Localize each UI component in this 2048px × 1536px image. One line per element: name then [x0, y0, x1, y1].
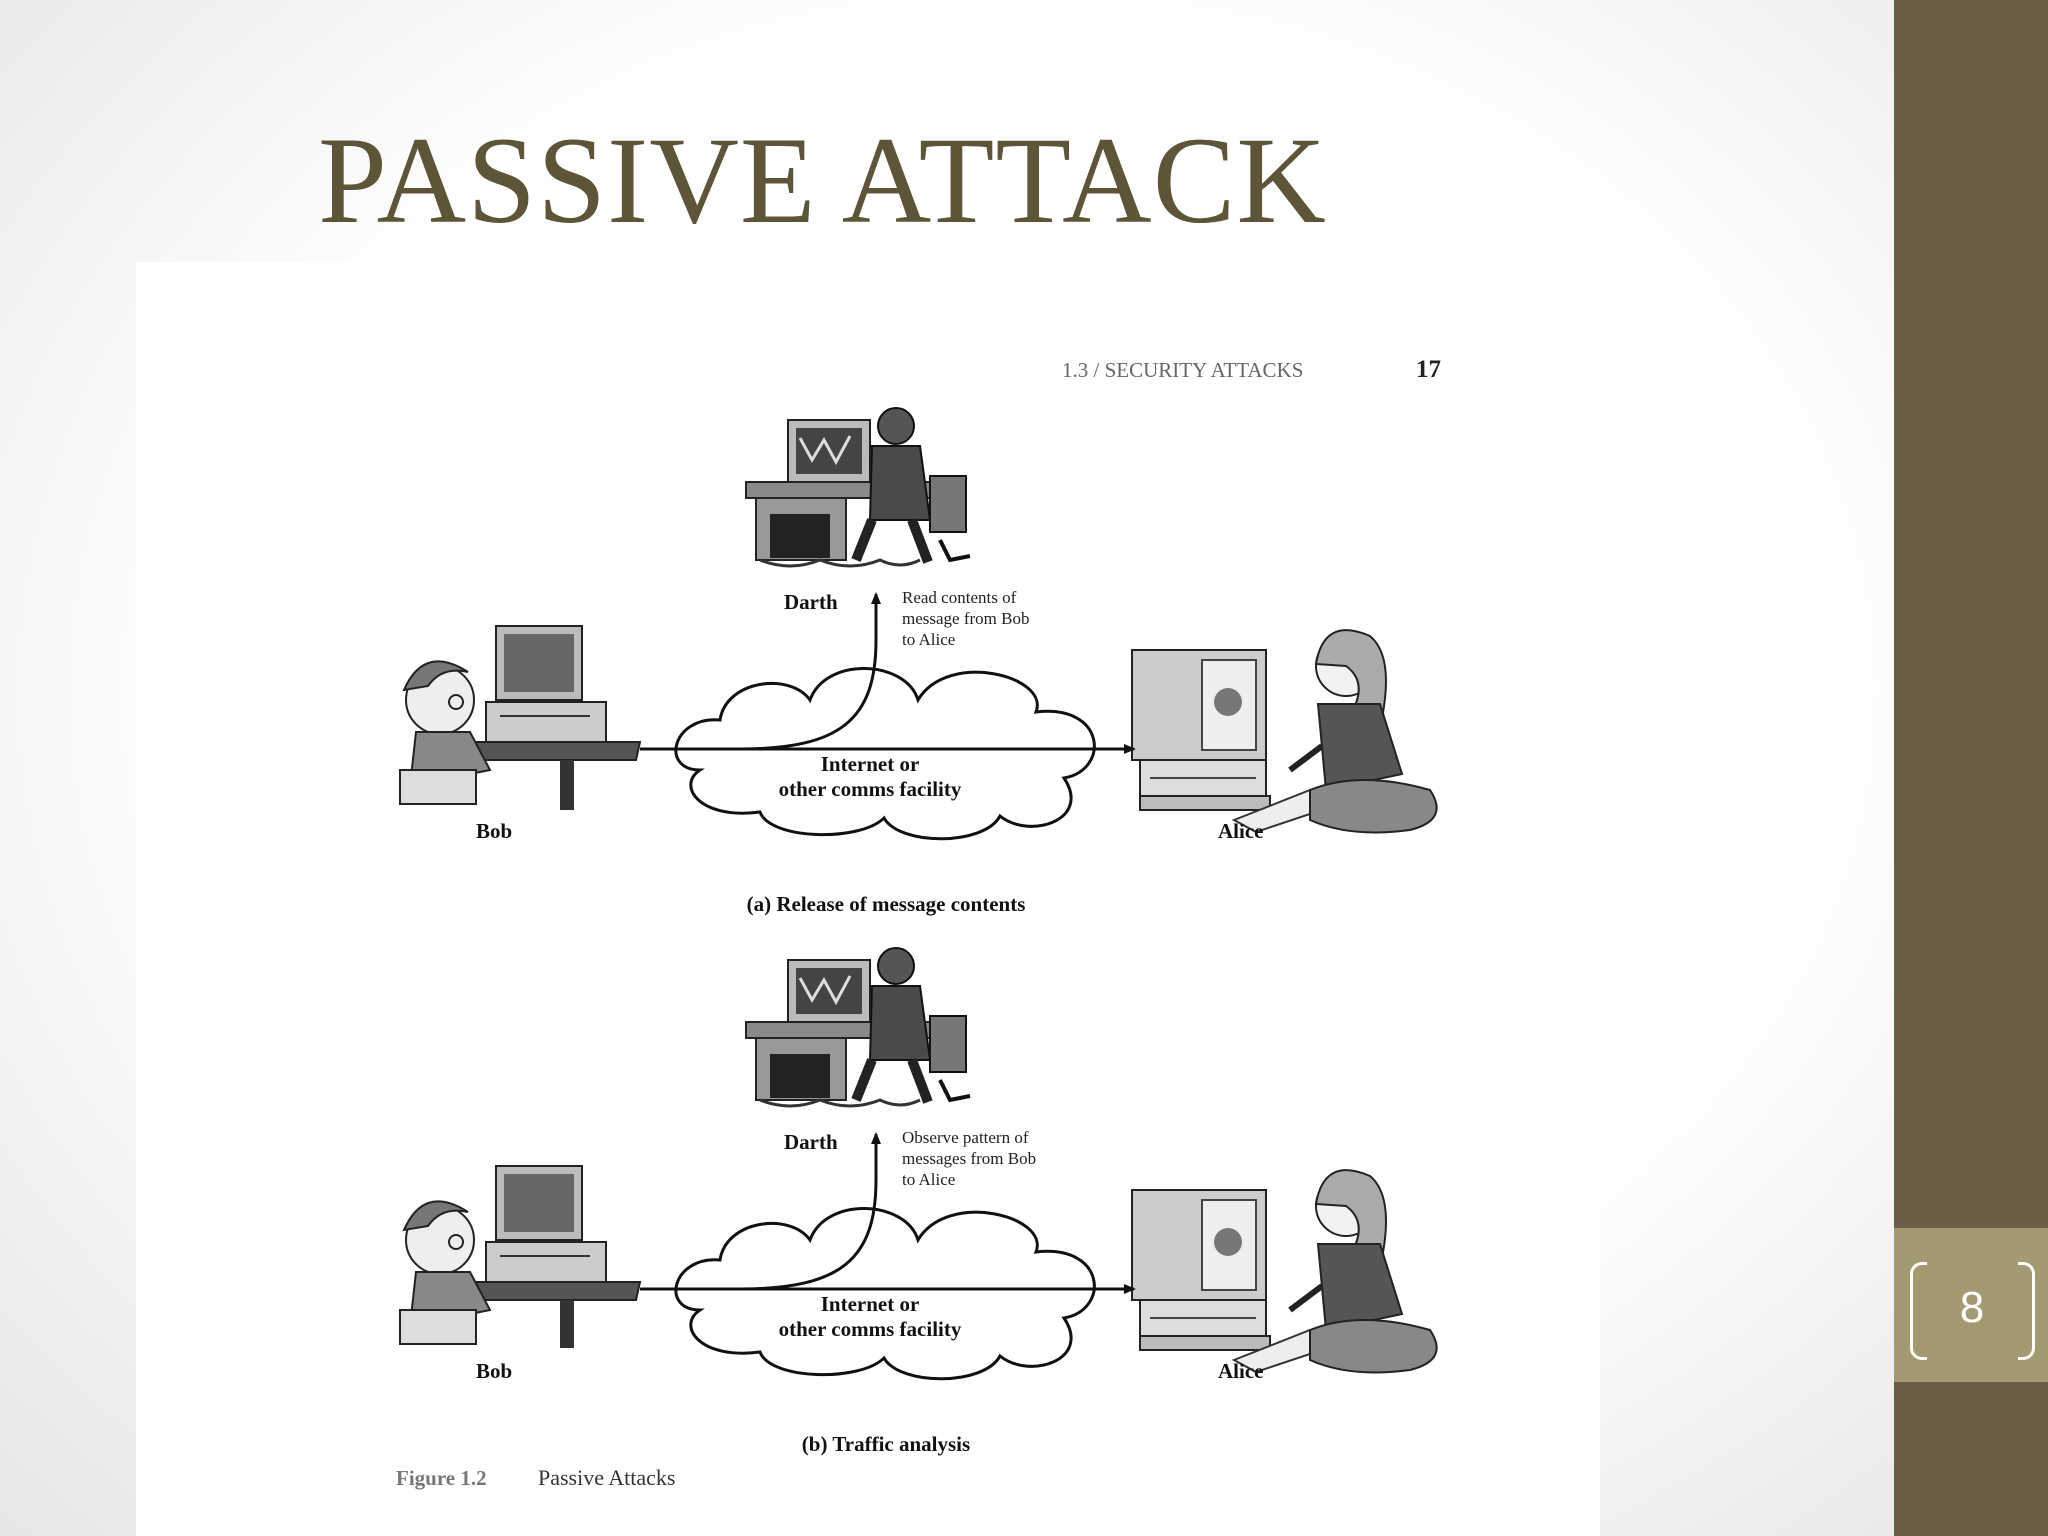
bob-icon — [399, 1165, 642, 1348]
cloud-shape — [674, 1207, 1096, 1381]
alice-icon — [1131, 629, 1438, 834]
darth-hacker-icon — [745, 947, 971, 1108]
annotation-line-2: messages from Bob — [902, 1149, 1036, 1168]
figure-header-section: 1.3 / SECURITY ATTACKS — [1062, 358, 1303, 382]
slide-title: PASSIVE ATTACK — [318, 112, 1327, 249]
alice-label: Alice — [1218, 819, 1263, 843]
annotation-line-3: to Alice — [902, 630, 955, 649]
intercept-arrow — [739, 592, 881, 751]
panel-b: Darth Observe pattern of messages from B… — [399, 947, 1438, 1456]
bob-label: Bob — [476, 1359, 512, 1383]
observe-arrow — [739, 1132, 881, 1291]
cloud-label-line-2: other comms facility — [779, 1317, 962, 1341]
cloud-label-line-1: Internet or — [821, 1292, 920, 1316]
figure-title: Passive Attacks — [538, 1465, 676, 1490]
cloud-label-line-1: Internet or — [821, 752, 920, 776]
annotation-line-1: Read contents of — [902, 588, 1017, 607]
page-number: 8 — [1959, 1283, 1985, 1332]
annotation-line-3: to Alice — [902, 1170, 955, 1189]
panel-a-caption: (a) Release of message contents — [747, 892, 1026, 916]
bob-label: Bob — [476, 819, 512, 843]
left-brace-icon — [1910, 1262, 1927, 1360]
figure-number: Figure 1.2 — [396, 1466, 487, 1490]
alice-label: Alice — [1218, 1359, 1263, 1383]
figure-header-page: 17 — [1416, 356, 1441, 383]
bob-icon — [399, 625, 642, 810]
darth-hacker-icon — [745, 407, 971, 568]
panel-b-caption: (b) Traffic analysis — [802, 1432, 970, 1456]
right-brace-icon — [2018, 1262, 2035, 1360]
cloud-label-line-2: other comms facility — [779, 777, 962, 801]
cloud-shape — [674, 667, 1096, 841]
darth-label: Darth — [784, 1130, 838, 1154]
darth-label: Darth — [784, 590, 838, 614]
panel-a: Darth Read contents of message from Bob … — [399, 407, 1438, 916]
annotation-line-1: Observe pattern of — [902, 1128, 1029, 1147]
annotation-line-2: message from Bob — [902, 609, 1029, 628]
alice-icon — [1131, 1169, 1438, 1374]
